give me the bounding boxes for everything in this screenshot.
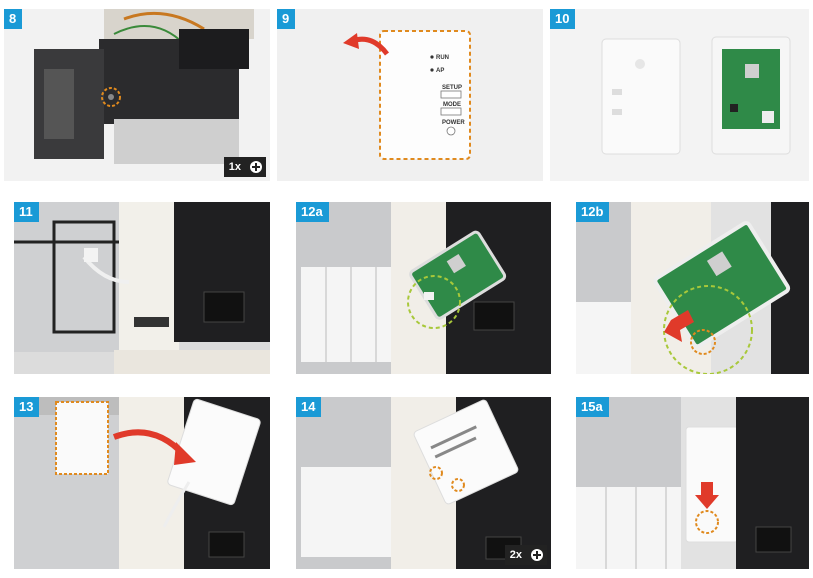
- quantity-text: 2x: [504, 545, 527, 565]
- step-number: 12b: [576, 202, 610, 222]
- panel-9-illustration: RUN AP SETUP MODE POWER: [343, 30, 471, 160]
- panel-step-12a: 12a: [296, 202, 551, 374]
- quantity-text: 1x: [223, 157, 246, 177]
- mode-label: MODE: [443, 102, 461, 108]
- panel-8-illustration: [34, 9, 254, 164]
- mode-button: [440, 107, 462, 116]
- panel-15a-illustration: [576, 397, 809, 569]
- panel-12b-illustration: [576, 202, 809, 374]
- step-number: 13: [14, 397, 40, 417]
- step-number: 9: [277, 9, 296, 29]
- panel-10-illustration: [601, 36, 791, 155]
- panel-step-8: 8 1x: [4, 9, 270, 181]
- power-label: POWER: [442, 120, 465, 126]
- panel-step-10: 10: [550, 9, 809, 181]
- step-number: 8: [4, 9, 23, 29]
- screw-icon: [246, 157, 266, 177]
- step-number: 14: [296, 397, 322, 417]
- step-number: 11: [14, 202, 39, 222]
- panel-12a-illustration: [296, 202, 551, 374]
- quantity-badge: 1x: [223, 157, 266, 177]
- panel-step-15a: 15a: [576, 397, 809, 569]
- panel-step-12b: 12b: [576, 202, 809, 374]
- quantity-badge: 2x: [504, 545, 547, 565]
- panel-step-14: 14 2x: [296, 397, 551, 569]
- step-number: 15a: [576, 397, 609, 417]
- step-number: 10: [550, 9, 576, 29]
- panel-step-11: 11: [14, 202, 270, 374]
- panel-13-illustration: [14, 397, 270, 569]
- led-ap-label: AP: [436, 68, 444, 74]
- panel-step-13: 13: [14, 397, 270, 569]
- panel-step-9: RUN AP SETUP MODE POWER 9: [277, 9, 543, 181]
- led-run-label: RUN: [436, 55, 449, 61]
- power-button: [446, 126, 456, 136]
- screw-icon: [527, 545, 547, 565]
- panel-11-illustration: [14, 202, 270, 374]
- setup-label: SETUP: [442, 85, 462, 91]
- step-number: 12a: [296, 202, 329, 222]
- panel-14-illustration: [296, 397, 551, 569]
- setup-button: [440, 90, 462, 99]
